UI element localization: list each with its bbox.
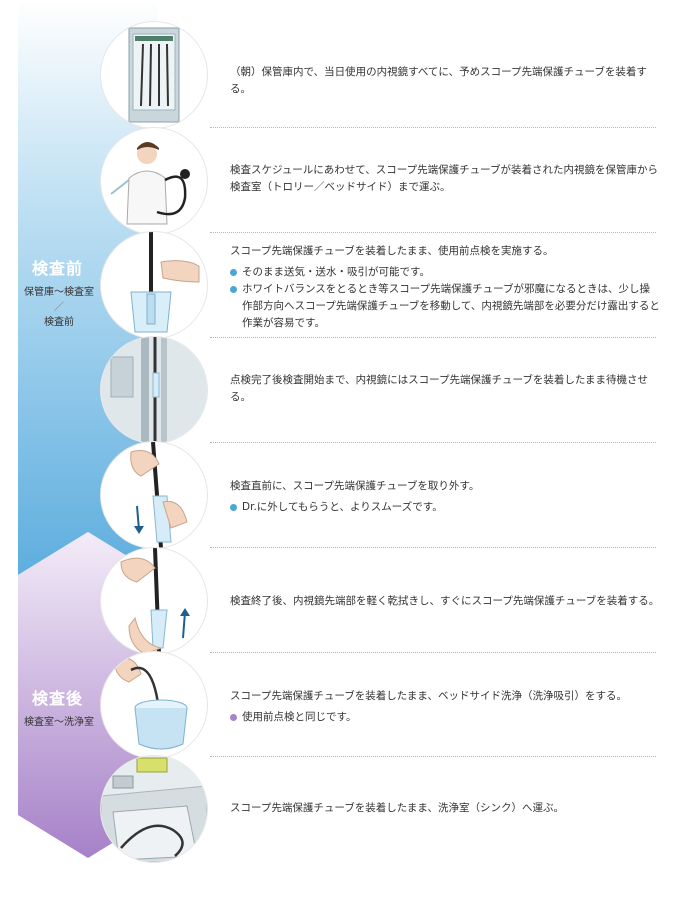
phase-after-title: 検査後 — [32, 689, 84, 708]
removing-tube-icon — [130, 442, 188, 548]
step-7-divider — [210, 756, 656, 757]
step-3-text: スコープ先端保護チューブを装着したまま、使用前点検を実施する。 そのまま送気・送… — [230, 243, 660, 332]
phase-before-divider: ／ — [54, 302, 64, 313]
storage-cabinet-icon — [128, 27, 180, 123]
step-1-description: （朝）保管庫内で、当日使用の内視鏡すべてに、予めスコープ先端保護チューブを装着す… — [230, 66, 647, 95]
scope-waiting-icon — [101, 337, 207, 443]
step-2-description: 検査スケジュールにあわせて、スコープ先端保護チューブが装着された内視鏡を保管庫か… — [230, 164, 658, 193]
bedside-cleaning-icon — [114, 656, 188, 750]
step-7-text: スコープ先端保護チューブを装着したまま、ベッドサイド洗浄（洗浄吸引）をする。 使… — [230, 688, 660, 726]
bullet-dot-icon — [230, 269, 237, 276]
step-4-divider — [210, 442, 656, 443]
step-2-illustration — [101, 128, 207, 234]
step-7-bullets: 使用前点検と同じです。 — [230, 709, 660, 726]
step-2-divider — [210, 232, 656, 233]
step-1-text: （朝）保管庫内で、当日使用の内視鏡すべてに、予めスコープ先端保護チューブを装着す… — [230, 64, 660, 98]
step-5-bullet-1: Dr.に外してもらうと、よりスムーズです。 — [230, 499, 660, 516]
step-7-description: スコープ先端保護チューブを装着したまま、ベッドサイド洗浄（洗浄吸引）をする。 — [230, 690, 628, 702]
step-7-illustration — [101, 652, 207, 758]
step-5-text: 検査直前に、スコープ先端保護チューブを取り外す。 Dr.に外してもらうと、よりス… — [230, 478, 660, 516]
phase-before-sub2: 検査前 — [44, 317, 74, 328]
step-6-divider — [210, 652, 656, 653]
step-5-description: 検査直前に、スコープ先端保護チューブを取り外す。 — [230, 480, 480, 492]
nurse-carrying-endoscope-icon — [110, 142, 190, 225]
step-2-text: 検査スケジュールにあわせて、スコープ先端保護チューブが装着された内視鏡を保管庫か… — [230, 162, 660, 196]
phase-before-subtitle: 保管庫〜検査室 ／ 検査前 — [20, 283, 98, 328]
step-3-illustration — [101, 232, 207, 338]
pre-use-inspection-icon — [130, 232, 200, 333]
attaching-tube-icon — [120, 548, 190, 654]
step-5-divider — [210, 547, 656, 548]
step-4-text: 点検完了後検査開始まで、内視鏡にはスコープ先端保護チューブを装着したまま待機させ… — [230, 372, 660, 406]
bullet-dot-icon — [230, 504, 237, 511]
phase-before-sub1: 保管庫〜検査室 — [24, 287, 94, 298]
step-5-bullets: Dr.に外してもらうと、よりスムーズです。 — [230, 499, 660, 516]
step-6-illustration — [101, 548, 207, 654]
step-8-description: スコープ先端保護チューブを装着したまま、洗浄室（シンク）へ運ぶ。 — [230, 802, 565, 814]
step-3-description: スコープ先端保護チューブを装着したまま、使用前点検を実施する。 — [230, 245, 554, 257]
step-6-description: 検査終了後、内視鏡先端部を軽く乾拭きし、すぐにスコープ先端保護チューブを装着する… — [230, 595, 660, 607]
step-4-description: 点検完了後検査開始まで、内視鏡にはスコープ先端保護チューブを装着したまま待機させ… — [230, 374, 649, 403]
bullet-dot-icon — [230, 714, 237, 721]
step-3-divider — [210, 337, 656, 338]
bullet-dot-icon — [230, 286, 237, 293]
step-6-text: 検査終了後、内視鏡先端部を軽く乾拭きし、すぐにスコープ先端保護チューブを装着する… — [230, 593, 660, 610]
step-8-illustration — [101, 756, 207, 862]
step-3-bullet-2: ホワイトバランスをとるとき等スコープ先端保護チューブが邪魔になるときは、少し操作… — [230, 281, 660, 332]
step-3-bullet-1: そのまま送気・送水・吸引が可能です。 — [230, 264, 660, 281]
sink-transport-icon — [101, 756, 207, 862]
step-1-divider — [210, 127, 656, 128]
step-5-illustration — [101, 442, 207, 548]
step-7-bullet-1: 使用前点検と同じです。 — [230, 709, 660, 726]
phase-before-title: 検査前 — [32, 259, 84, 278]
step-8-text: スコープ先端保護チューブを装着したまま、洗浄室（シンク）へ運ぶ。 — [230, 800, 660, 817]
step-1-illustration — [101, 22, 207, 128]
step-3-bullets: そのまま送気・送水・吸引が可能です。 ホワイトバランスをとるとき等スコープ先端保… — [230, 264, 660, 332]
phase-after-subtitle: 検査室〜洗浄室 — [24, 717, 94, 728]
step-4-illustration — [101, 337, 207, 443]
